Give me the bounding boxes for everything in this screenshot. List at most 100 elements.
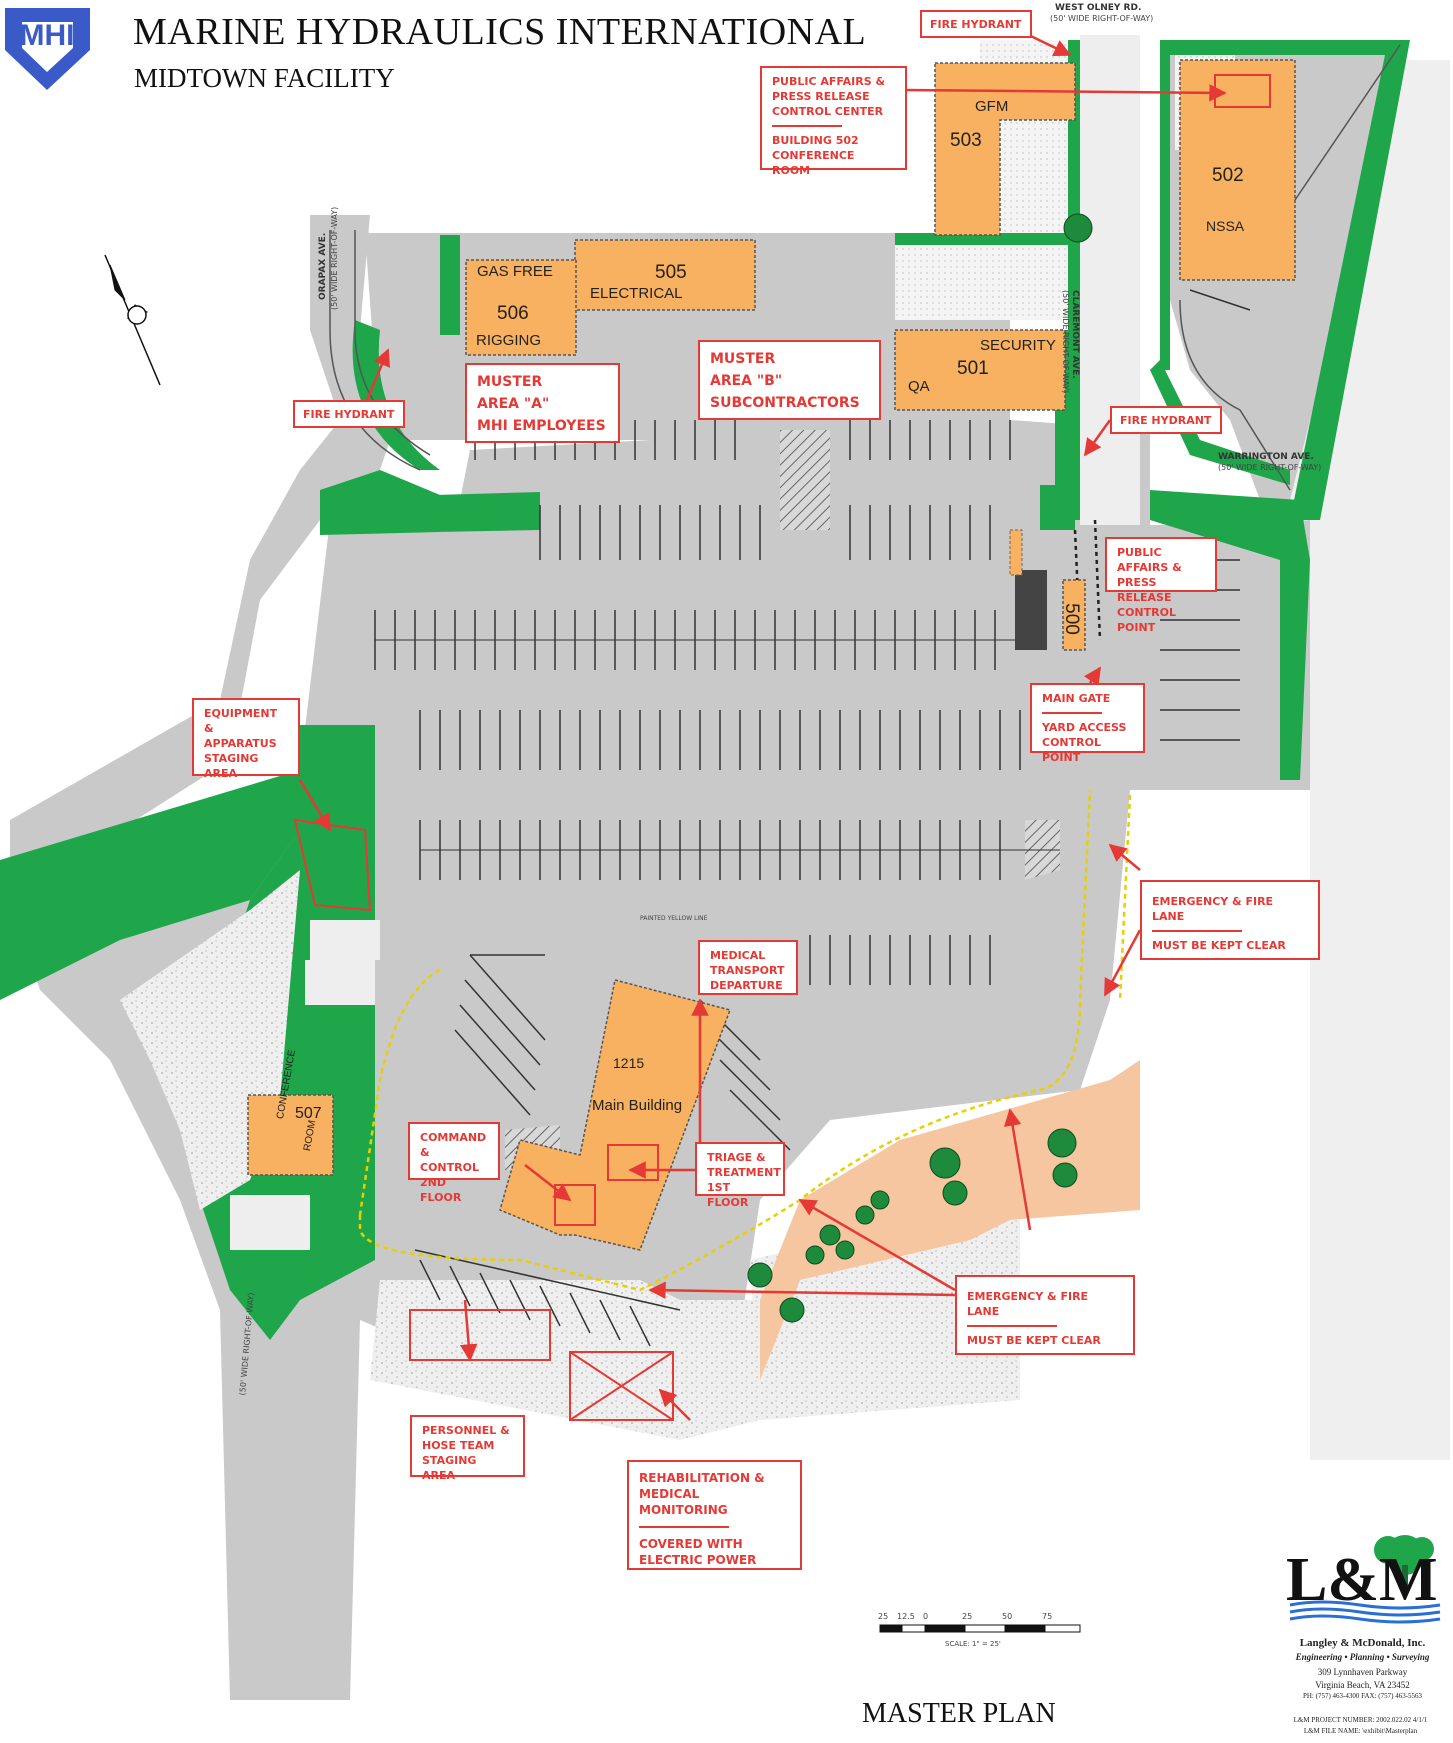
callout-medical-transport: MEDICAL TRANSPORT DEPARTURE <box>698 940 798 995</box>
pa-point-line1: PUBLIC AFFAIRS & <box>1117 546 1182 574</box>
building-1215 <box>499 979 731 1251</box>
scale-tick-4: 50 <box>1002 1612 1013 1621</box>
command-line1: COMMAND & <box>420 1131 487 1159</box>
main-gate-line1: MAIN GATE <box>1042 692 1111 705</box>
building-1215-number: 1215 <box>613 1055 645 1071</box>
callout-personnel: PERSONNEL & HOSE TEAM STAGING AREA <box>410 1415 525 1482</box>
equipment-line4: AREA <box>204 767 238 780</box>
building-506-number: 506 <box>497 303 529 324</box>
firm-logo-text: L&M <box>1286 1546 1438 1614</box>
building-505-name: ELECTRICAL <box>590 285 683 302</box>
main-gate-line3: CONTROL POINT <box>1042 736 1101 764</box>
file-name: L&M FILE NAME: \exhibit\Masterplan <box>1303 1727 1418 1735</box>
building-500-number: 500 <box>1060 603 1082 635</box>
callout-rehab: REHABILITATION & MEDICAL MONITORING COVE… <box>627 1460 802 1570</box>
scale-tick-2: 0 <box>923 1612 929 1621</box>
building-502-name: NSSA <box>1206 218 1245 234</box>
green-areas <box>0 40 1410 1340</box>
buildings <box>247 59 1296 1251</box>
personnel-line3: STAGING AREA <box>422 1454 477 1482</box>
project-number: L&M PROJECT NUMBER: 2002.022.02 4/1/1 <box>1293 1716 1428 1724</box>
building-502 <box>1179 59 1296 281</box>
muster-b-line2: AREA "B" <box>710 373 783 389</box>
scale-label: SCALE: 1" = 25' <box>945 1640 1001 1648</box>
building-501-number: 501 <box>957 358 989 379</box>
firm-phone: PH: (757) 463-4300 FAX: (757) 463-5563 <box>1302 1692 1423 1700</box>
callout-fire-hydrant-left-text: FIRE HYDRANT <box>303 408 395 421</box>
callout-fire-hydrant-right-text: FIRE HYDRANT <box>1120 414 1212 427</box>
building-506-name-bottom: RIGGING <box>476 332 542 349</box>
scale-tick-1: 12.5 <box>897 1612 915 1621</box>
street-west-olney: WEST OLNEY RD. <box>1055 3 1142 13</box>
pa-center-line2: PRESS RELEASE <box>772 90 870 103</box>
mhi-logo-text: MHI <box>20 19 75 52</box>
scale-tick-5: 75 <box>1042 1612 1053 1621</box>
parking-stripes <box>374 89 1281 1347</box>
pa-point-line3: CONTROL POINT <box>1117 606 1176 634</box>
building-503-name: GFM <box>975 98 1009 115</box>
pa-center-line3: CONTROL CENTER <box>772 105 884 118</box>
callout-muster-a: MUSTER AREA "A" MHI EMPLOYEES <box>465 363 620 443</box>
street-warrington: WARRINGTON AVE. <box>1218 452 1314 462</box>
callout-pa-center: PUBLIC AFFAIRS & PRESS RELEASE CONTROL C… <box>760 66 907 177</box>
medical-transport-line2: TRANSPORT <box>710 964 785 977</box>
building-503 <box>934 62 1076 236</box>
callout-fire-lane-right: EMERGENCY & FIRE LANE MUST BE KEPT CLEAR <box>1140 880 1320 960</box>
command-line3: 2ND FLOOR <box>420 1176 462 1204</box>
fire-lane-bottom-line1: EMERGENCY & FIRE LANE <box>967 1290 1089 1318</box>
triage-line1: TRIAGE & <box>707 1151 766 1164</box>
street-claremont-row: (50' WIDE RIGHT-OF-WAY) <box>1061 290 1070 394</box>
pa-center-line5: CONFERENCE ROOM <box>772 149 855 177</box>
callout-pa-point: PUBLIC AFFAIRS & PRESS RELEASE CONTROL P… <box>1105 537 1217 634</box>
callout-fire-hydrant-top-text: FIRE HYDRANT <box>930 18 1022 31</box>
street-orapax: ORAPAX AVE. <box>318 232 328 300</box>
scale-bar <box>879 1624 1081 1633</box>
rehab-line2: MEDICAL MONITORING <box>639 1487 728 1517</box>
building-505-number: 505 <box>655 262 687 283</box>
command-line2: CONTROL <box>420 1161 479 1174</box>
callout-arrows <box>298 24 1227 1421</box>
building-506 <box>465 259 577 356</box>
personnel-line1: PERSONNEL & <box>422 1424 510 1437</box>
building-507 <box>247 1094 334 1176</box>
firm-logo-graphic: L&M <box>1286 1535 1441 1624</box>
hatched-island <box>780 430 830 530</box>
building-1215-name: Main Building <box>592 1097 683 1114</box>
pa-point-line2: PRESS RELEASE <box>1117 576 1172 604</box>
muster-a-line3: MHI EMPLOYEES <box>477 418 606 434</box>
scale-tick-3: 25 <box>962 1612 973 1621</box>
muster-a-line1: MUSTER <box>477 374 543 390</box>
triage-line2: TREATMENT <box>707 1166 781 1179</box>
scale-tick-0: 25 <box>878 1612 889 1621</box>
page-subtitle: MIDTOWN FACILITY <box>134 63 395 93</box>
firm-address2: Virginia Beach, VA 23452 <box>1315 1680 1410 1690</box>
rehab-line4: ELECTRIC POWER <box>639 1553 757 1567</box>
equipment-line2: & APPARATUS <box>204 722 277 750</box>
callout-fire-hydrant-left: FIRE HYDRANT <box>293 400 405 428</box>
rehab-line1: REHABILITATION & <box>639 1471 765 1485</box>
street-west-olney-row: (50' WIDE RIGHT-OF-WAY) <box>1050 14 1154 23</box>
medical-transport-line1: MEDICAL <box>710 949 766 962</box>
building-501-name-left: QA <box>908 378 930 395</box>
equipment-line1: EQUIPMENT <box>204 707 278 720</box>
rehab-line3: COVERED WITH <box>639 1537 743 1551</box>
pa-center-line1: PUBLIC AFFAIRS & <box>772 75 886 88</box>
building-507-number: 507 <box>295 1105 322 1122</box>
building-501-name-top: SECURITY <box>980 337 1056 354</box>
yellow-line-label: PAINTED YELLOW LINE <box>640 915 708 922</box>
equipment-line3: STAGING <box>204 752 259 765</box>
street-claremont: CLAREMONT AVE. <box>1070 290 1080 379</box>
trees <box>747 213 1093 1323</box>
firm-name: Langley & McDonald, Inc. <box>1299 1637 1426 1649</box>
callout-equipment: EQUIPMENT & APPARATUS STAGING AREA <box>192 698 300 780</box>
mhi-logo: MHI <box>0 0 95 95</box>
claremont-stipple <box>895 240 1075 320</box>
callout-command: COMMAND & CONTROL 2ND FLOOR <box>408 1122 500 1204</box>
callout-triage: TRIAGE & TREATMENT 1ST FLOOR <box>695 1142 785 1209</box>
callout-fire-lane-bottom: EMERGENCY & FIRE LANE MUST BE KEPT CLEAR <box>955 1275 1135 1355</box>
page-title: MARINE HYDRAULICS INTERNATIONAL <box>133 11 867 53</box>
building-502-number: 502 <box>1212 165 1244 186</box>
building-503-number: 503 <box>950 130 982 151</box>
fire-lane-right-line1: EMERGENCY & FIRE LANE <box>1152 895 1274 923</box>
